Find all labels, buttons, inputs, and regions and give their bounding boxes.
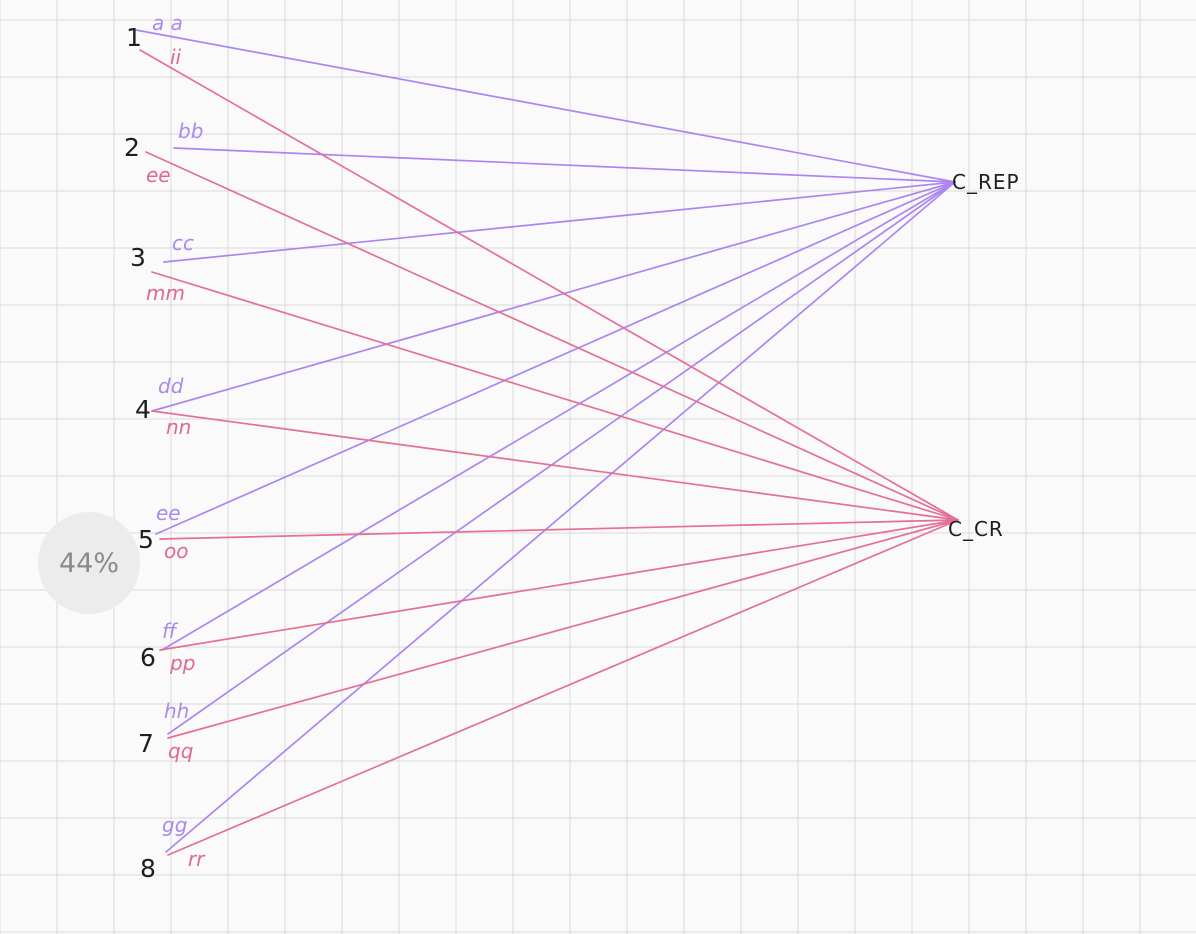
connection-lines (135, 29, 959, 856)
pink-label-2: ee (146, 163, 171, 187)
purple-edge-8 (165, 181, 956, 853)
pink-edge-8 (167, 519, 959, 856)
purple-label-4: dd (158, 374, 184, 398)
row-number-7: 7 (138, 729, 154, 758)
purple-edge-6 (161, 181, 956, 651)
purple-edge-5 (155, 181, 956, 535)
purple-label-3: cc (172, 231, 194, 255)
pink-label-4: nn (166, 415, 191, 439)
target-c-rep: C_REP (952, 170, 1020, 194)
pink-label-3: mm (146, 281, 185, 305)
row-number-5: 5 (138, 525, 154, 554)
purple-edge-3 (163, 181, 956, 263)
purple-label-2: bb (178, 119, 203, 143)
row-number-1: 1 (126, 23, 142, 52)
pink-label-6: pp (169, 651, 195, 675)
purple-edge-7 (167, 181, 956, 735)
zoom-indicator[interactable]: 44% (38, 512, 140, 614)
pink-edge-2 (145, 151, 959, 521)
purple-edge-2 (173, 147, 956, 183)
purple-edge-1 (135, 29, 956, 183)
target-c-cr: C_CR (948, 517, 1004, 541)
pink-label-7: qq (168, 739, 193, 763)
row-number-8: 8 (140, 854, 156, 883)
pink-label-5: oo (164, 539, 188, 563)
pink-label-8: rr (188, 847, 206, 871)
row-number-6: 6 (140, 643, 156, 672)
pink-edge-3 (151, 271, 959, 521)
pink-edge-1 (139, 49, 959, 521)
purple-label-8: gg (162, 813, 187, 837)
pink-edge-7 (167, 519, 959, 739)
purple-label-7: hh (164, 699, 189, 723)
pink-label-1: ii (170, 45, 182, 69)
pink-edge-4 (151, 410, 959, 521)
pink-edge-5 (159, 519, 959, 540)
row-number-4: 4 (135, 395, 151, 424)
purple-edge-4 (151, 181, 956, 412)
row-number-2: 2 (124, 133, 140, 162)
purple-label-5: ee (156, 501, 181, 525)
zoom-level-text: 44% (58, 547, 119, 579)
purple-label-1: a a (152, 11, 183, 35)
row-number-3: 3 (130, 243, 146, 272)
pink-edge-6 (159, 519, 959, 651)
purple-label-6: ff (162, 619, 179, 643)
